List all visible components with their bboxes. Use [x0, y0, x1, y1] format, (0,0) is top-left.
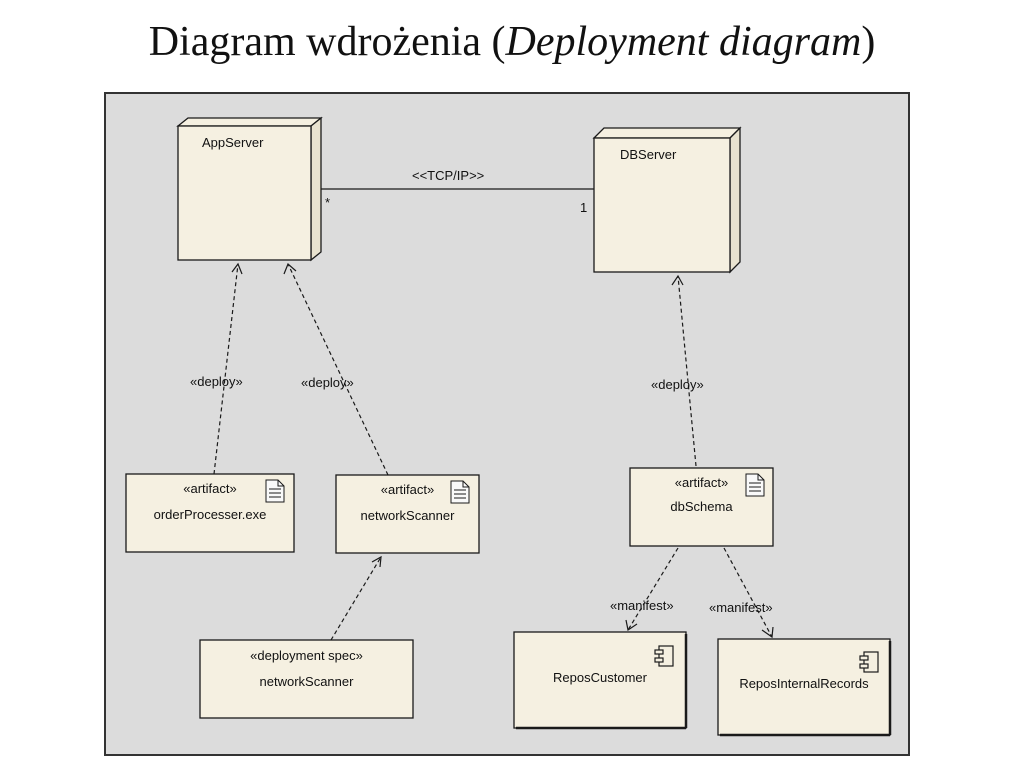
title-close: ): [861, 19, 876, 65]
component-icon: [654, 645, 674, 667]
dbserver-label: DBServer: [620, 147, 677, 162]
arrowhead-2: [283, 262, 297, 275]
deployment-spec-box[interactable]: [199, 639, 414, 719]
diagram-svg: [125, 116, 892, 737]
artifact-name-3: dbSchema: [670, 499, 733, 514]
arrowhead-5: [625, 619, 638, 631]
multiplicity-db: 1: [580, 200, 588, 215]
appserver-label: AppServer: [202, 135, 264, 150]
component-name-2: ReposInternalRecords: [739, 676, 869, 691]
multiplicity-app: *: [325, 195, 331, 210]
diagram-canvas: AppServer DBServer <<TCP/IP>> * 1 «deplo…: [104, 92, 910, 756]
component-icon: [859, 651, 879, 673]
deploy-line-3: [677, 275, 697, 467]
arrowhead-4: [371, 555, 382, 568]
title-main: Diagram wdrożenia (: [148, 19, 506, 65]
deploy-line-1: [213, 263, 239, 475]
deploy-label-3: «deploy»: [651, 377, 704, 392]
artifact-name-2: networkScanner: [360, 508, 455, 523]
deploy-label-1: «deploy»: [190, 374, 243, 389]
manifest-label-2: «manifest»: [709, 600, 773, 615]
arrowhead-1: [231, 262, 243, 275]
document-icon: [265, 479, 285, 503]
manifest-line-1: [627, 547, 679, 631]
title-italic: Deployment diagram: [505, 19, 862, 65]
artifact-name-1: orderProcesser.exe: [153, 507, 267, 522]
arrowhead-3: [671, 274, 684, 286]
deploy-line-2: [287, 263, 389, 476]
tcpip-label: <<TCP/IP>>: [412, 168, 485, 183]
component-box-reposinternal[interactable]: [717, 638, 892, 737]
document-icon: [450, 480, 470, 504]
deploy-label-2: «deploy»: [301, 375, 354, 390]
artifact-stereotype-1: «artifact»: [183, 481, 237, 496]
deployment-spec-stereotype: «deployment spec»: [250, 648, 363, 663]
slide-title: Diagram wdrożenia (Deployment diagram): [0, 18, 1024, 66]
document-icon: [745, 473, 765, 497]
artifact-stereotype-2: «artifact»: [380, 482, 435, 497]
node-dbserver[interactable]: [592, 126, 742, 274]
manifest-line-2: [723, 547, 773, 638]
arrowhead-6: [761, 626, 774, 639]
component-box-reposcustomer[interactable]: [513, 631, 688, 730]
deployment-spec-name: networkScanner: [259, 674, 354, 689]
node-appserver[interactable]: [176, 116, 323, 262]
artifact-stereotype-3: «artifact»: [674, 475, 729, 490]
manifest-label-1: «manifest»: [610, 598, 674, 613]
component-name-1: ReposCustomer: [553, 670, 647, 685]
deploy-spec-line: [330, 556, 382, 641]
